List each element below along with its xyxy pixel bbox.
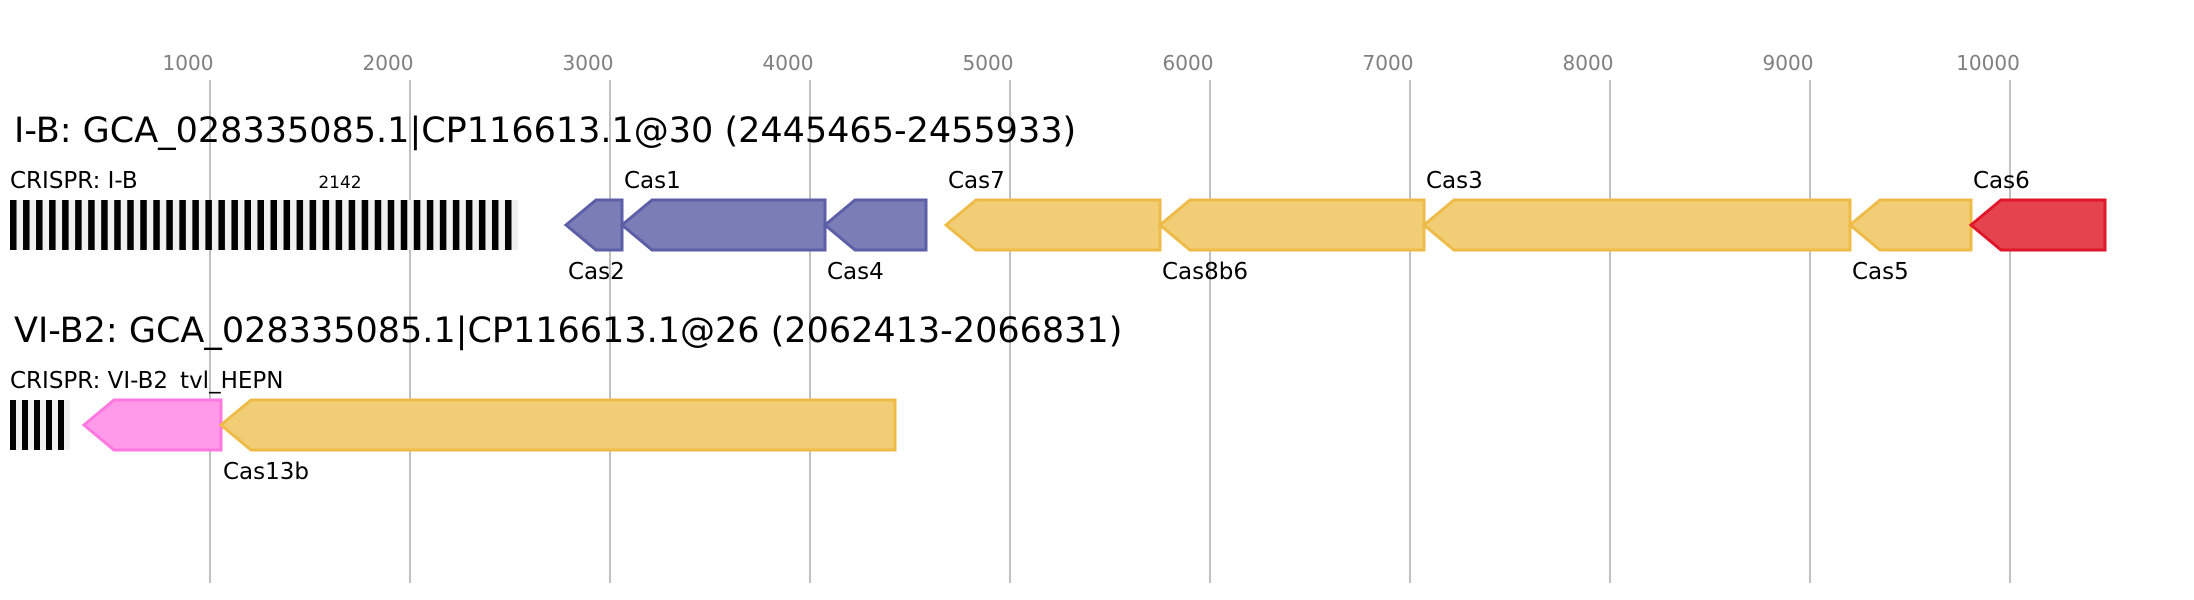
locus: VI-B2: GCA_028335085.1|CP116613.1@26 (20… [10,311,1122,485]
crispr-repeat [465,200,473,250]
tick-label: 5000 [963,51,1014,75]
crispr-repeat [75,200,82,250]
gene-arrow-cas2[interactable] [563,198,624,252]
crispr-repeat [413,200,421,250]
gene-label: Cas1 [624,168,681,194]
crispr-repeat [58,400,64,450]
locus: I-B: GCA_028335085.1|CP116613.1@30 (2445… [10,111,2107,285]
gene-label: Cas6 [1973,168,2030,194]
gene-label: Cas4 [827,259,884,285]
gene-arrow-cas7[interactable] [943,198,1162,252]
tick-label: 3000 [563,51,614,75]
gene-label: Cas2 [568,259,625,285]
gene-label: Cas3 [1426,168,1483,194]
crispr-repeat [361,200,369,250]
crispr-repeat [127,200,134,250]
gene-label: Cas8b6 [1162,259,1248,285]
crispr-repeat [62,200,69,250]
crispr-repeat [88,200,95,250]
gene-label: Cas13b [223,459,309,485]
tick-label: 10000 [1956,51,2020,75]
crispr-repeat [335,200,343,250]
crispr-repeat [283,200,291,250]
gene-arrow-cas8b6[interactable] [1157,198,1426,252]
crispr-repeat [114,200,121,250]
crispr-repeat [491,200,499,250]
crispr-repeat [478,200,486,250]
crispr-repeat [46,400,52,450]
tick-label: 2000 [363,51,414,75]
gene-arrow-cas5[interactable] [1847,198,1973,252]
crispr-repeat [36,200,43,250]
locus-title: VI-B2: GCA_028335085.1|CP116613.1@26 (20… [14,311,1122,351]
gene-arrow-cas13b[interactable] [218,398,897,452]
crispr-repeat [244,200,251,250]
gene-arrow-cas1[interactable] [619,198,827,252]
crispr-repeat [49,200,56,250]
gene-arrow-cas3[interactable] [1421,198,1852,252]
crispr-repeat [22,400,28,450]
crispr-repeat [205,200,212,250]
gene-label: tvl_HEPN [180,368,283,394]
tick-label: 7000 [1363,51,1414,75]
tick-label: 6000 [1163,51,1214,75]
crispr-repeat [231,200,238,250]
crispr-repeat [101,200,108,250]
crispr-repeat [400,200,408,250]
crispr-spacer-count: 2142 [318,173,361,193]
gene-arrow-cas4[interactable] [822,198,928,252]
crispr-repeat [374,200,382,250]
gene-arrow-tvl-hepn[interactable] [81,398,223,452]
crispr-repeat [192,200,199,250]
crispr-repeat [452,200,460,250]
gene-label: Cas7 [948,168,1005,194]
tick-label: 4000 [763,51,814,75]
crispr-repeat [140,200,147,250]
axis-grid: 1000 2000 3000 4000 5000 6000 7000 8000 9000 1000… [163,51,2020,583]
crispr-repeat [10,200,17,250]
crispr-repeat [387,200,395,250]
crispr-label: CRISPR: I-B [10,168,138,194]
crispr-repeat [309,200,317,250]
crispr-repeat [296,200,304,250]
crispr-repeat [348,200,356,250]
crispr-repeat [270,200,278,250]
crispr-repeat [322,200,330,250]
gene-label: Cas5 [1852,259,1909,285]
crispr-repeat [34,400,40,450]
tick-label: 1000 [163,51,214,75]
crispr-repeat [218,200,225,250]
crispr-label: CRISPR: VI-B2 [10,368,168,394]
crispr-repeat [257,200,264,250]
crispr-repeat [439,200,447,250]
tick-label: 8000 [1563,51,1614,75]
loci: I-B: GCA_028335085.1|CP116613.1@30 (2445… [10,111,2107,485]
crispr-repeat [153,200,160,250]
tick-label: 9000 [1763,51,1814,75]
crispr-repeat [179,200,186,250]
gene-arrow-cas6[interactable] [1968,198,2107,252]
crispr-repeat [504,200,512,250]
locus-title: I-B: GCA_028335085.1|CP116613.1@30 (2445… [14,111,1076,151]
crispr-repeat [23,200,30,250]
crispr-repeat [10,400,16,450]
crispr-repeat [166,200,173,250]
crispr-repeat [426,200,434,250]
